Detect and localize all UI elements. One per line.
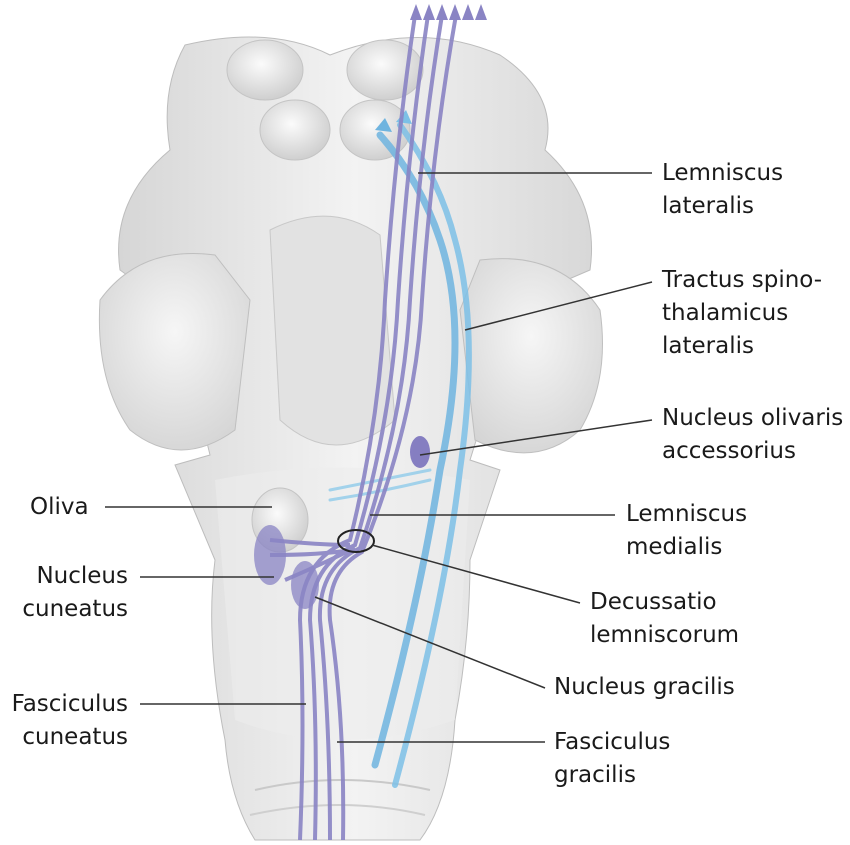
label-line: gracilis xyxy=(554,762,636,788)
label-line: Nucleus olivaris xyxy=(662,405,844,431)
label-line: lemniscorum xyxy=(590,622,740,648)
label-lemniscus-lateralis: Lemniscus lateralis xyxy=(662,157,783,223)
label-line: Nucleus gracilis xyxy=(554,674,735,700)
decussatio-marker xyxy=(337,529,375,553)
label-line: cuneatus xyxy=(22,596,128,622)
label-fasciculus-gracilis: Fasciculus gracilis xyxy=(554,726,670,792)
label-line: Tractus spino- xyxy=(662,267,823,293)
nucleus-cuneatus-shape xyxy=(254,525,286,585)
label-line: thalamicus xyxy=(662,300,789,326)
label-nucleus-cuneatus: Nucleus cuneatus xyxy=(20,560,128,626)
label-nucleus-olivaris: Nucleus olivaris accessorius xyxy=(662,402,843,468)
tract-arrowheads xyxy=(410,4,487,20)
label-lemniscus-medialis: Lemniscus medialis xyxy=(626,498,747,564)
label-tractus-spinothalamicus: Tractus spino- thalamicus lateralis xyxy=(662,264,822,363)
label-line: Fasciculus xyxy=(11,691,128,717)
label-line: cuneatus xyxy=(22,724,128,750)
lateral-tract xyxy=(328,110,472,788)
nucleus-olivaris-shape xyxy=(410,436,430,468)
label-line: medialis xyxy=(626,534,723,560)
leader-lines xyxy=(105,172,653,743)
label-line: Oliva xyxy=(30,494,89,520)
label-line: lateralis xyxy=(662,333,754,359)
label-oliva: Oliva xyxy=(30,491,89,524)
label-line: Lemniscus xyxy=(662,160,784,186)
label-fasciculus-cuneatus: Fasciculus cuneatus xyxy=(8,688,128,754)
label-line: Nucleus xyxy=(36,563,128,589)
label-line: lateralis xyxy=(662,193,754,219)
nucleus-gracilis-shape xyxy=(291,561,319,609)
label-line: Decussatio xyxy=(590,589,717,615)
label-line: accessorius xyxy=(662,438,796,464)
label-line: Lemniscus xyxy=(626,501,748,527)
label-nucleus-gracilis: Nucleus gracilis xyxy=(554,671,735,704)
label-decussatio: Decussatio lemniscorum xyxy=(590,586,739,652)
label-line: Fasciculus xyxy=(554,729,671,755)
